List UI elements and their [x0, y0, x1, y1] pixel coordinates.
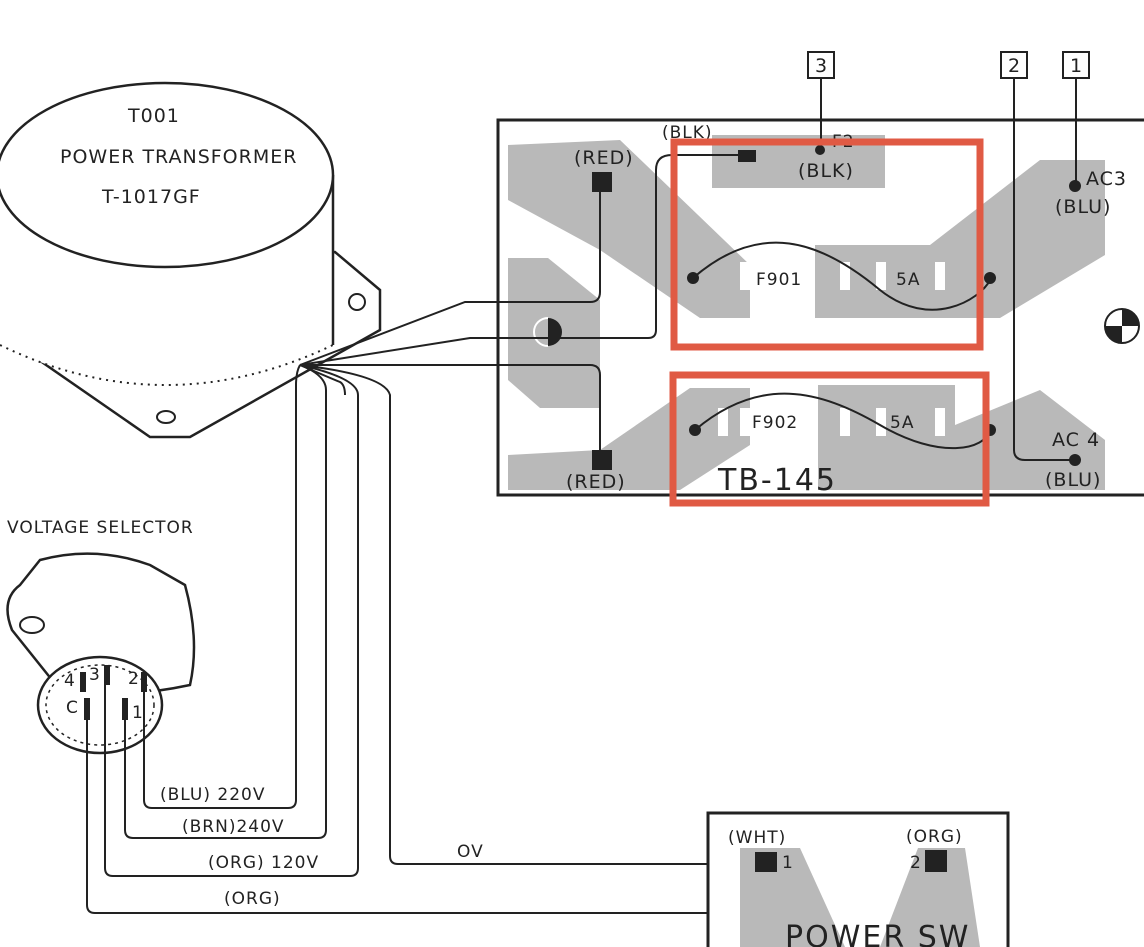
flange-hole-bottom — [156, 410, 176, 424]
wires — [86, 154, 937, 914]
wire-label-org: (ORG) — [224, 889, 281, 909]
svg-text:1: 1 — [1070, 55, 1083, 77]
selector-pin-2 — [141, 672, 147, 692]
label-red-bottom: (RED) — [566, 471, 626, 493]
label-blk-inner: (BLK) — [798, 160, 854, 182]
power-switch-trace-right — [880, 848, 980, 947]
label-red-top: (RED) — [574, 147, 634, 169]
power-switch-pin-2: 2 — [910, 853, 922, 873]
fuse-f902-ref: F902 — [752, 413, 798, 433]
selector-pin-label-4: 4 — [64, 671, 76, 691]
power-transformer: T001 POWER TRANSFORMER T-1017GF — [0, 81, 382, 439]
fuse-f901-wire — [692, 241, 991, 311]
terminal-board: (RED) (BLK) F2 (BLK) AC3 (BLU) AC 4 (BLU… — [496, 118, 1144, 498]
wire-label-brn-240: (BRN)240V — [182, 817, 285, 837]
highlight-fuse-f902 — [669, 371, 990, 507]
label-blk-top: (BLK) — [662, 123, 713, 143]
selector-pin-4 — [80, 672, 86, 692]
label-blu-ac3: (BLU) — [1055, 196, 1111, 218]
fuse-f902-wire — [694, 392, 991, 450]
voltage-selector: VOLTAGE SELECTOR 4 3 2 C 1 — [6, 518, 196, 755]
board-slots — [718, 262, 945, 436]
fuse-f902-rating: 5A — [890, 413, 914, 433]
mounting-mark-icon — [1104, 308, 1140, 344]
board-name: TB-145 — [717, 463, 837, 498]
transformer-name: POWER TRANSFORMER — [60, 146, 297, 168]
svg-text:3: 3 — [815, 55, 828, 77]
board-traces — [508, 135, 1105, 490]
voltage-selector-title: VOLTAGE SELECTOR — [7, 518, 194, 538]
power-switch-wht: (WHT) — [728, 828, 786, 848]
label-blu-ac4: (BLU) — [1045, 469, 1101, 491]
connector-2: 2 — [1000, 51, 1075, 461]
selector-body — [36, 655, 164, 755]
selector-hole — [19, 616, 45, 634]
selector-pin-label-1: 1 — [132, 703, 144, 723]
wire-labels: (BLU) 220V (BRN)240V (ORG) 120V (ORG) OV — [160, 785, 484, 909]
power-switch: (WHT) (ORG) 1 2 POWER SW — [706, 811, 1010, 947]
transformer-part: T-1017GF — [101, 186, 201, 208]
transformer-top — [0, 81, 335, 269]
fuse-f901-rating: 5A — [896, 270, 920, 290]
fuse-f901-ref: F901 — [756, 270, 802, 290]
connector-1: 1 — [1062, 51, 1090, 186]
label-ac3: AC3 — [1086, 168, 1127, 190]
selector-pin-c — [84, 698, 90, 720]
label-ac4: AC 4 — [1052, 429, 1100, 451]
power-switch-pad-2 — [925, 850, 947, 872]
pad-red-bottom — [592, 450, 612, 470]
power-switch-title: POWER SW — [785, 920, 970, 947]
highlight-boxes — [669, 138, 990, 507]
transformer-ref: T001 — [127, 105, 180, 127]
selector-flange — [6, 552, 196, 696]
wire-label-ov: OV — [457, 842, 484, 862]
wire-label-org-120: (ORG) 120V — [208, 853, 319, 873]
selector-pin-label-c: C — [66, 698, 79, 718]
pad-blk — [738, 150, 756, 162]
power-switch-org: (ORG) — [906, 827, 963, 847]
flange-hole-right — [348, 293, 366, 311]
selector-pin-3 — [104, 665, 110, 685]
power-switch-pad-1 — [755, 852, 777, 872]
selector-pin-label-3: 3 — [89, 665, 101, 685]
power-switch-pin-1: 1 — [782, 853, 794, 873]
wire-label-blu-220: (BLU) 220V — [160, 785, 265, 805]
power-switch-trace-left — [740, 848, 845, 947]
pad-red-top — [592, 172, 612, 192]
svg-text:2: 2 — [1008, 55, 1021, 77]
selector-pin-1 — [122, 698, 128, 720]
selector-pin-label-2: 2 — [128, 669, 140, 689]
highlight-fuse-f901 — [670, 138, 984, 351]
connector-3: 3 — [807, 51, 835, 150]
